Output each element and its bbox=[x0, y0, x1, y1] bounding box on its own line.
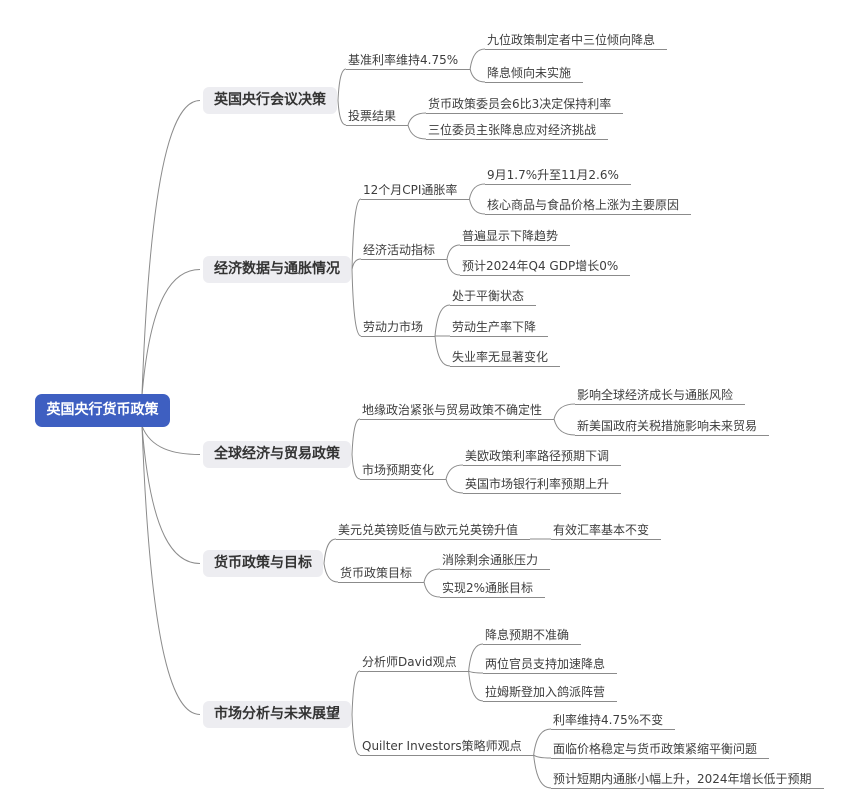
leaf-node[interactable]: 普遍显示下降趋势 bbox=[460, 228, 571, 246]
leaf-node[interactable]: 影响全球经济成长与通胀风险 bbox=[575, 387, 746, 405]
leaf-node[interactable]: 拉姆斯登加入鸽派阵营 bbox=[483, 684, 618, 702]
subtopic-node[interactable]: 12个月CPI通胀率 bbox=[361, 182, 470, 200]
subtopic-node[interactable]: 地缘政治紧张与贸易政策不确定性 bbox=[360, 402, 555, 420]
subtopic-node[interactable]: 劳动力市场 bbox=[361, 319, 436, 337]
leaf-node[interactable]: 消除剩余通胀压力 bbox=[440, 552, 551, 570]
leaf-node[interactable]: 两位官员支持加速降息 bbox=[483, 656, 618, 674]
branch-topic-global-economy[interactable]: 全球经济与贸易政策 bbox=[203, 441, 351, 468]
leaf-node[interactable]: 降息预期不准确 bbox=[483, 627, 582, 645]
leaf-node[interactable]: 有效汇率基本不变 bbox=[551, 522, 662, 540]
leaf-node[interactable]: 面临价格稳定与货币政策紧缩平衡问题 bbox=[551, 741, 770, 759]
branch-topic-policy-goals[interactable]: 货币政策与目标 bbox=[203, 550, 323, 577]
subtopic-node[interactable]: 分析师David观点 bbox=[360, 654, 469, 672]
leaf-node[interactable]: 失业率无显著变化 bbox=[450, 349, 561, 367]
leaf-node[interactable]: 预计2024年Q4 GDP增长0% bbox=[460, 258, 631, 276]
leaf-node[interactable]: 降息倾向未实施 bbox=[485, 65, 584, 83]
root-topic[interactable]: 英国央行货币政策 bbox=[35, 394, 170, 427]
leaf-node[interactable]: 新美国政府关税措施影响未来贸易 bbox=[575, 418, 770, 436]
subtopic-node[interactable]: 投票结果 bbox=[346, 108, 409, 126]
leaf-node[interactable]: 三位委员主张降息应对经济挑战 bbox=[426, 122, 609, 140]
branch-topic-market-outlook[interactable]: 市场分析与未来展望 bbox=[203, 701, 351, 728]
subtopic-node[interactable]: 市场预期变化 bbox=[360, 462, 447, 480]
leaf-node[interactable]: 英国市场银行利率预期上升 bbox=[463, 476, 622, 494]
subtopic-node[interactable]: Quilter Investors策略师观点 bbox=[360, 738, 534, 756]
leaf-node[interactable]: 预计短期内通胀小幅上升，2024年增长低于预期 bbox=[551, 771, 824, 789]
leaf-node[interactable]: 实现2%通胀目标 bbox=[440, 580, 546, 598]
leaf-node[interactable]: 核心商品与食品价格上涨为主要原因 bbox=[485, 197, 692, 215]
branch-topic-meeting-decision[interactable]: 英国央行会议决策 bbox=[203, 87, 337, 114]
leaf-node[interactable]: 劳动生产率下降 bbox=[450, 319, 549, 337]
subtopic-node[interactable]: 基准利率维持4.75% bbox=[346, 52, 471, 70]
leaf-node[interactable]: 美欧政策利率路径预期下调 bbox=[463, 448, 622, 466]
leaf-node[interactable]: 利率维持4.75%不变 bbox=[551, 712, 676, 730]
leaf-node[interactable]: 处于平衡状态 bbox=[450, 288, 537, 306]
leaf-node[interactable]: 九位政策制定者中三位倾向降息 bbox=[485, 32, 668, 50]
leaf-node[interactable]: 9月1.7%升至11月2.6% bbox=[485, 167, 631, 185]
subtopic-node[interactable]: 经济活动指标 bbox=[361, 242, 448, 260]
subtopic-node[interactable]: 货币政策目标 bbox=[338, 565, 425, 583]
leaf-node[interactable]: 货币政策委员会6比3决定保持利率 bbox=[426, 96, 624, 114]
branch-topic-economic-data[interactable]: 经济数据与通胀情况 bbox=[203, 256, 351, 283]
subtopic-node[interactable]: 美元兑英镑贬值与欧元兑英镑升值 bbox=[336, 522, 531, 540]
